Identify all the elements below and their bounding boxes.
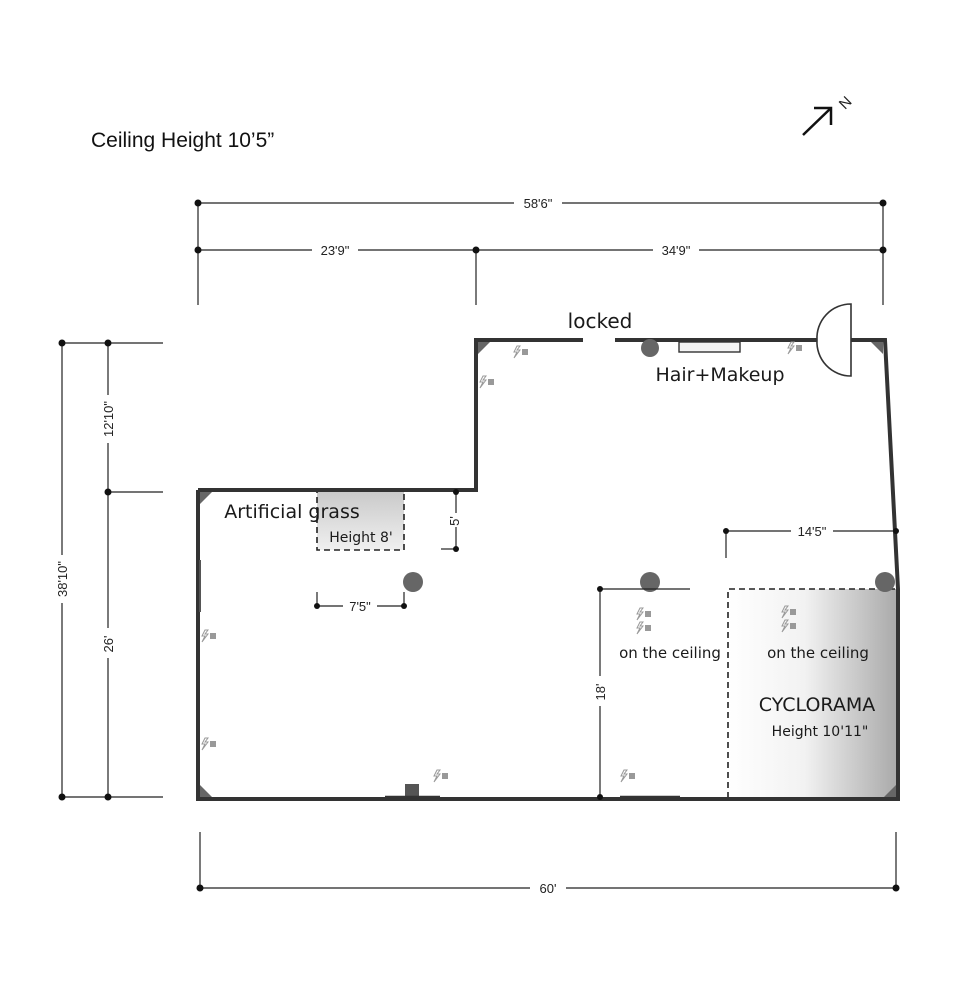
grass-height-label: Height 8': [329, 530, 393, 546]
dimension-top-left: 23'9": [321, 243, 350, 258]
dimension-left-total: 38'10": [55, 561, 70, 597]
power-outlet-icon: [201, 629, 217, 643]
svg-text:N: N: [836, 93, 856, 113]
artificial-grass-label: Artificial grass: [224, 501, 360, 523]
dimension-grass-width: 7'5": [349, 599, 371, 614]
page-title: Ceiling Height 10’5”: [91, 129, 274, 152]
hair-makeup-label: Hair+Makeup: [655, 364, 784, 386]
dimension-grass-offset: 5': [447, 516, 462, 526]
hair-makeup-mirror: [678, 341, 741, 353]
door-swing-icon: [816, 303, 852, 377]
artificial-grass-area: [316, 490, 405, 551]
studio-walls: [196, 338, 900, 801]
power-outlet-icon: [513, 345, 529, 359]
power-outlet-icon: [433, 769, 449, 783]
pillar-icon: [875, 572, 895, 592]
power-outlet-icon: [201, 737, 217, 751]
north-arrow-icon: N: [802, 93, 856, 136]
cyclorama-height-label: Height 10'11": [772, 724, 869, 740]
power-outlet-icon: [636, 607, 652, 621]
pillar-icon: [640, 572, 660, 592]
dimension-cyclorama-depth: 18': [593, 684, 608, 701]
dimension-bottom: 60': [540, 881, 557, 896]
dimension-left-lower: 26': [101, 636, 116, 653]
pillar-icon: [641, 339, 659, 357]
dimension-overall-top: 58'6": [524, 196, 553, 211]
power-outlet-icon: [787, 341, 803, 355]
dimension-left-upper: 12'10": [101, 401, 116, 437]
ceiling-outlet-label: on the ceiling: [619, 644, 721, 662]
power-outlet-icon: [636, 621, 652, 635]
cyclorama-area: [728, 589, 898, 798]
cyclorama-label: CYCLORAMA: [759, 694, 875, 716]
ceiling-outlet-label: on the ceiling: [767, 644, 869, 662]
locked-label: locked: [568, 309, 633, 333]
dimension-top-right: 34'9": [662, 243, 691, 258]
pillar-icon: [403, 572, 423, 592]
dimension-cyclorama-offset: 14'5": [798, 524, 827, 539]
power-outlet-icon: [479, 375, 495, 389]
power-outlet-icon: [620, 769, 636, 783]
